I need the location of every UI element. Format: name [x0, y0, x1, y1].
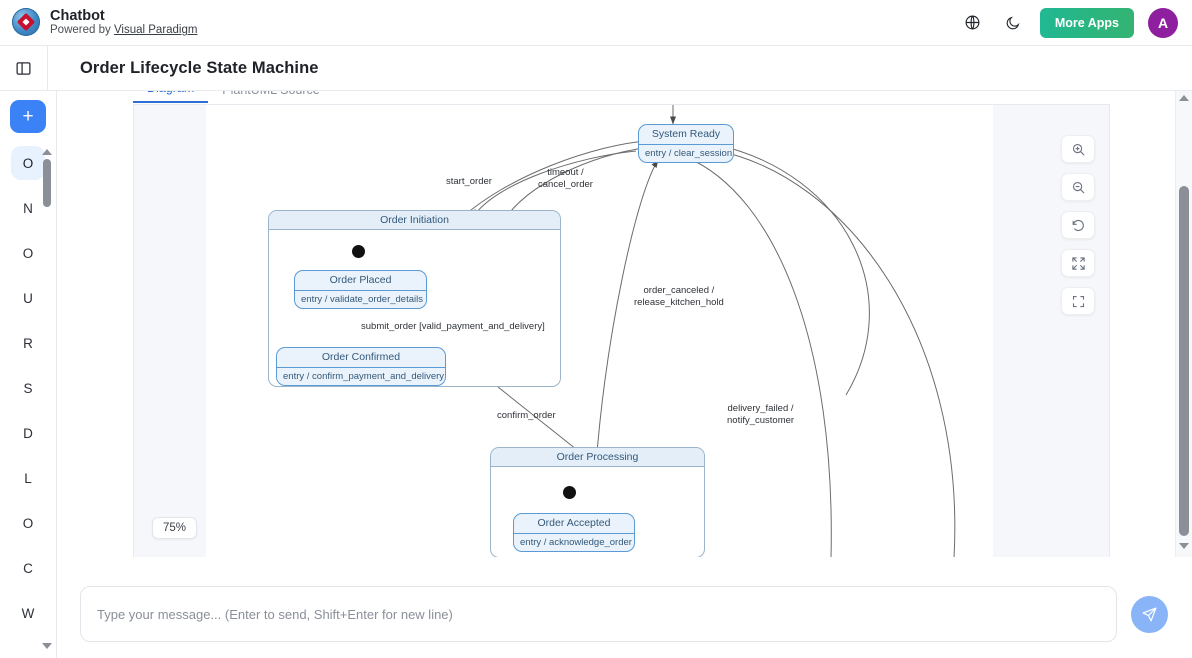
visual-paradigm-globe-logo [12, 8, 40, 37]
send-paper-plane-icon[interactable] [1131, 595, 1168, 633]
scrollbar-thumb[interactable] [1179, 186, 1189, 536]
state-name: Order Placed [329, 274, 392, 286]
transition-label-delivery-failed: delivery_failed / notify_customer [727, 403, 795, 426]
transition-label-timeout: timeout / cancel_order [538, 167, 593, 190]
moon-icon[interactable] [1000, 10, 1026, 36]
top-bar: Chatbot Powered by Visual Paradigm More … [0, 0, 1192, 46]
expand-icon[interactable] [1061, 249, 1095, 277]
sidebar-item-4[interactable]: R [23, 335, 33, 351]
state-system-ready[interactable]: System Ready entry / clear_session [638, 124, 734, 163]
sidebar-item-3[interactable]: U [23, 290, 33, 306]
transition-label-submit-order: submit_order [valid_payment_and_delivery… [361, 321, 545, 332]
transition-label-order-canceled: order_canceled / release_kitchen_hold [634, 285, 724, 308]
page-scrollbar[interactable] [1175, 91, 1192, 557]
tab-diagram[interactable]: Diagram [133, 91, 209, 103]
brand: Chatbot Powered by Visual Paradigm [0, 8, 340, 38]
conversation-list: O N O U R S D L O C W [0, 146, 56, 630]
sidebar-item-2[interactable]: O [22, 245, 34, 261]
diagram-edges [355, 105, 956, 557]
message-input-box[interactable]: Type your message... (Enter to send, Shi… [80, 586, 1117, 642]
tab-plantuml-source[interactable]: PlantUML Source [208, 91, 334, 103]
sidebar-scrollbar[interactable] [41, 149, 53, 649]
diagram-canvas[interactable]: System Ready entry / clear_session Order… [133, 104, 1110, 557]
conversation-rail: + O N O U R S D L O C W [0, 91, 57, 658]
scrollbar-thumb[interactable] [43, 159, 51, 207]
state-action: entry / clear_session [645, 148, 733, 159]
message-composer: Type your message... (Enter to send, Shi… [57, 570, 1192, 658]
new-chat-button[interactable]: + [10, 100, 46, 133]
state-divider [277, 367, 445, 368]
initial-pseudostate-order-initiation [352, 245, 365, 258]
sidebar-item-9[interactable]: C [23, 560, 33, 576]
more-apps-button[interactable]: More Apps [1039, 7, 1134, 38]
state-divider [295, 290, 426, 291]
scroll-up-arrow-icon[interactable] [42, 149, 52, 155]
zoom-out-icon[interactable] [1061, 173, 1095, 201]
sidebar-item-8[interactable]: O [22, 515, 34, 531]
state-action: entry / acknowledge_order [520, 537, 632, 548]
transition-label-start-order: start_order [446, 176, 492, 187]
visual-paradigm-link[interactable]: Visual Paradigm [113, 24, 198, 37]
transition-label-confirm-order: confirm_order [497, 410, 556, 421]
initial-pseudostate-order-processing [563, 486, 576, 499]
message-placeholder: Type your message... (Enter to send, Shi… [97, 606, 453, 622]
reset-rotate-icon[interactable] [1061, 211, 1095, 239]
zoom-level-badge: 75% [152, 517, 198, 539]
diagram-drawing-area[interactable]: System Ready entry / clear_session Order… [206, 105, 993, 557]
powered-by-text: Powered by [50, 24, 111, 37]
sidebar-item-0[interactable]: O [11, 146, 45, 180]
sidebar-panel-icon[interactable] [0, 45, 48, 91]
sidebar-item-7[interactable]: L [24, 470, 32, 486]
diagram-viewport: Diagram PlantUML Source [57, 91, 1175, 557]
page-title: Order Lifecycle State Machine [80, 58, 319, 77]
state-name: Order Accepted [537, 517, 611, 529]
powered-by: Powered by Visual Paradigm [50, 24, 197, 37]
composite-title: Order Processing [491, 448, 704, 467]
globe-icon[interactable] [960, 10, 986, 36]
viewer-tabs: Diagram PlantUML Source [133, 91, 334, 103]
state-order-accepted[interactable]: Order Accepted entry / acknowledge_order [513, 513, 635, 552]
scroll-up-arrow-icon[interactable] [1179, 95, 1189, 101]
sidebar-item-10[interactable]: W [21, 605, 35, 621]
diagram-tools [1061, 135, 1095, 315]
app-title: Chatbot [50, 7, 105, 24]
scroll-down-arrow-icon[interactable] [42, 643, 52, 649]
state-name: Order Confirmed [321, 351, 401, 363]
zoom-in-icon[interactable] [1061, 135, 1095, 163]
scroll-down-arrow-icon[interactable] [1179, 543, 1189, 549]
avatar[interactable]: A [1148, 7, 1178, 38]
sidebar-item-6[interactable]: D [23, 425, 33, 441]
sidebar-item-1[interactable]: N [23, 200, 33, 216]
state-order-confirmed[interactable]: Order Confirmed entry / confirm_payment_… [276, 347, 446, 386]
state-divider [639, 144, 733, 145]
sub-bar: Order Lifecycle State Machine [0, 45, 1192, 91]
sidebar-item-5[interactable]: S [23, 380, 33, 396]
state-action: entry / validate_order_details [301, 294, 423, 305]
state-action: entry / confirm_payment_and_delivery [283, 371, 445, 382]
composite-title: Order Initiation [269, 211, 560, 230]
state-order-placed[interactable]: Order Placed entry / validate_order_deta… [294, 270, 427, 309]
fit-screen-icon[interactable] [1061, 287, 1095, 315]
state-divider [514, 533, 634, 534]
state-name: System Ready [651, 128, 721, 140]
